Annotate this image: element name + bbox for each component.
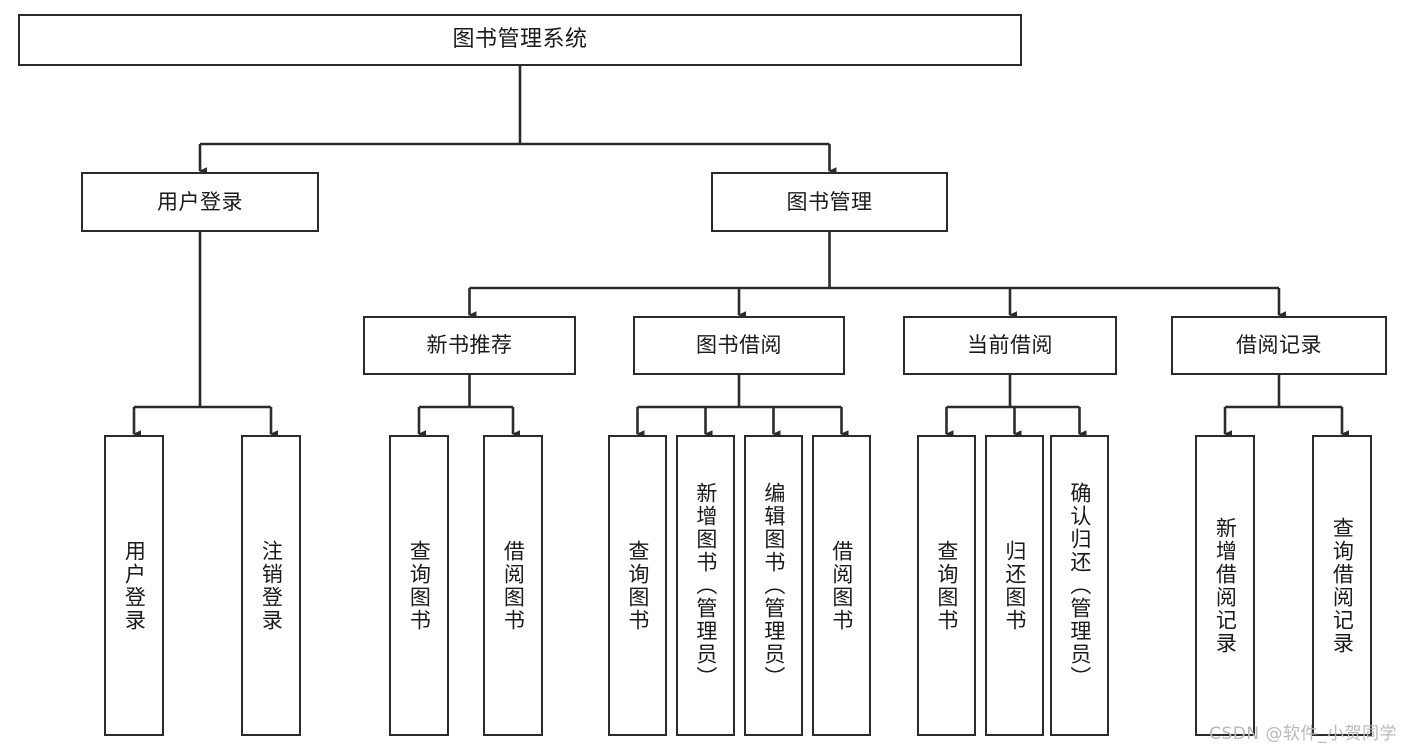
node-leaf2[interactable]: 注销登录 (241, 435, 301, 736)
node-label: 图书管理系统 (452, 27, 588, 53)
node-label: 注销登录 (259, 539, 284, 632)
node-root[interactable]: 图书管理系统 (18, 14, 1022, 66)
node-leaf7[interactable]: 编辑图书（管理员） (744, 435, 803, 736)
node-leaf12[interactable]: 新增借阅记录 (1195, 435, 1255, 736)
node-label: 用户登录 (122, 539, 147, 632)
node-leaf6[interactable]: 新增图书（管理员） (676, 435, 735, 736)
node-label: 用户登录 (157, 189, 243, 214)
node-label: 查询图书 (625, 539, 650, 632)
node-newbook[interactable]: 新书推荐 (363, 316, 576, 375)
node-label: 借阅图书 (829, 539, 854, 632)
node-label: 查询借阅记录 (1330, 516, 1355, 655)
node-label: 确认归还（管理员） (1067, 482, 1092, 689)
node-label: 查询图书 (407, 539, 432, 632)
node-leaf5[interactable]: 查询图书 (608, 435, 667, 736)
node-label: 编辑图书（管理员） (761, 482, 786, 689)
node-label: 借阅记录 (1236, 333, 1322, 358)
node-label: 新增图书（管理员） (693, 482, 718, 689)
csdn-watermark: CSDN @软件_小贺同学 (1209, 724, 1397, 744)
node-label: 图书管理 (786, 189, 873, 214)
node-label: 新增借阅记录 (1213, 516, 1238, 655)
node-label: 当前借阅 (967, 333, 1053, 358)
node-record[interactable]: 借阅记录 (1171, 316, 1387, 375)
node-label: 借阅图书 (501, 539, 526, 632)
node-label: 查询图书 (934, 539, 959, 632)
node-leaf10[interactable]: 归还图书 (985, 435, 1044, 736)
node-current[interactable]: 当前借阅 (903, 316, 1117, 375)
node-label: 归还图书 (1002, 539, 1027, 632)
node-leaf9[interactable]: 查询图书 (917, 435, 976, 736)
node-label: 图书借阅 (696, 333, 782, 358)
node-borrow[interactable]: 图书借阅 (633, 316, 845, 375)
node-leaf1[interactable]: 用户登录 (104, 435, 164, 736)
node-leaf11[interactable]: 确认归还（管理员） (1050, 435, 1109, 736)
node-label: 新书推荐 (426, 333, 513, 358)
node-leaf3[interactable]: 查询图书 (389, 435, 449, 736)
node-leaf8[interactable]: 借阅图书 (812, 435, 871, 736)
node-login[interactable]: 用户登录 (81, 172, 319, 232)
node-leaf13[interactable]: 查询借阅记录 (1312, 435, 1372, 736)
node-leaf4[interactable]: 借阅图书 (483, 435, 543, 736)
node-bookmgmt[interactable]: 图书管理 (711, 172, 948, 232)
